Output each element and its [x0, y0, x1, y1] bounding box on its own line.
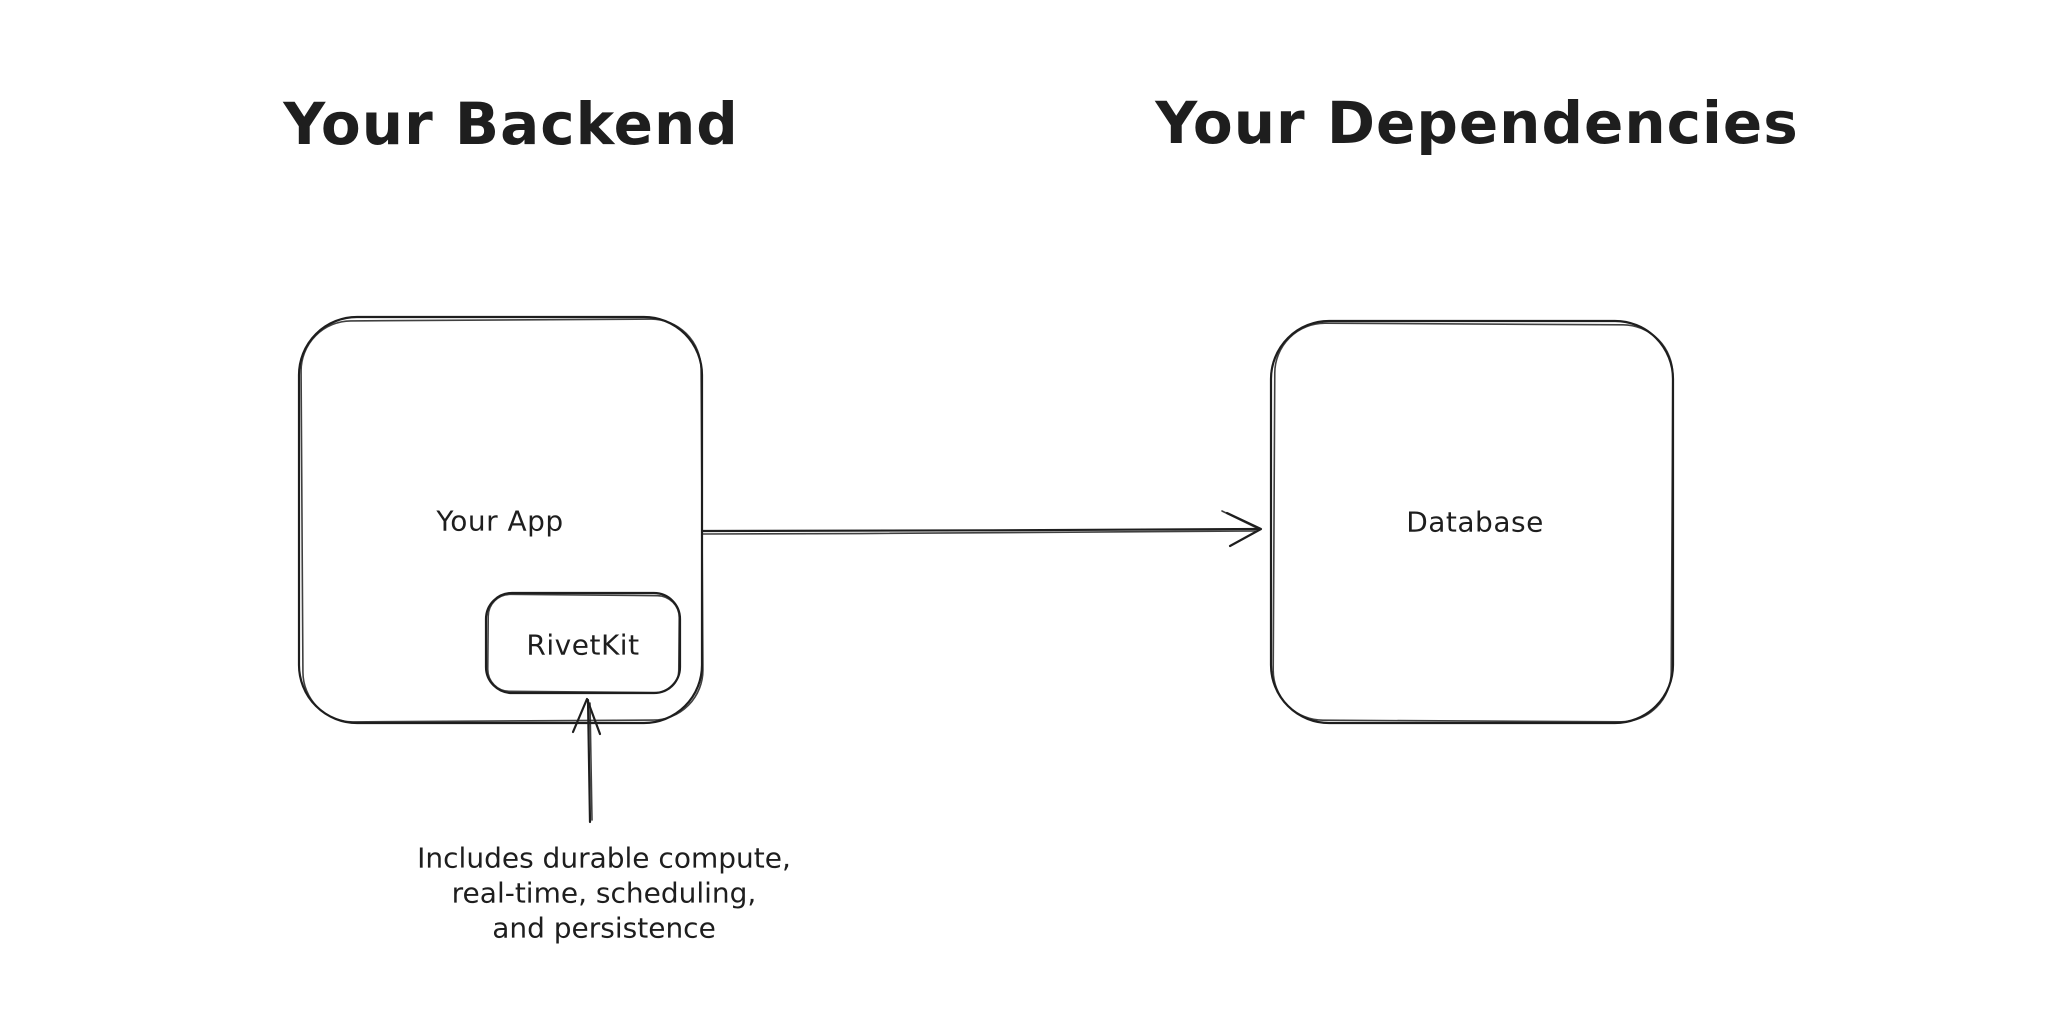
- title-your-backend: Your Backend: [283, 90, 739, 158]
- database-label: Database: [1406, 505, 1544, 539]
- annotation-line-1: Includes durable compute,: [417, 841, 791, 875]
- rivetkit-annotation: Includes durable compute, real-time, sch…: [417, 841, 791, 946]
- annotation-to-rivetkit-arrow: [571, 697, 602, 824]
- title-your-dependencies: Your Dependencies: [1155, 89, 1799, 157]
- annotation-line-3: and persistence: [492, 911, 716, 945]
- app-to-database-arrow: [701, 510, 1263, 548]
- rivetkit-box: [484, 591, 682, 695]
- your-app-box: [297, 315, 704, 725]
- annotation-line-2: real-time, scheduling,: [451, 876, 757, 910]
- rivetkit-label: RivetKit: [526, 628, 640, 662]
- your-app-label: Your App: [436, 504, 564, 538]
- database-box: [1269, 319, 1675, 725]
